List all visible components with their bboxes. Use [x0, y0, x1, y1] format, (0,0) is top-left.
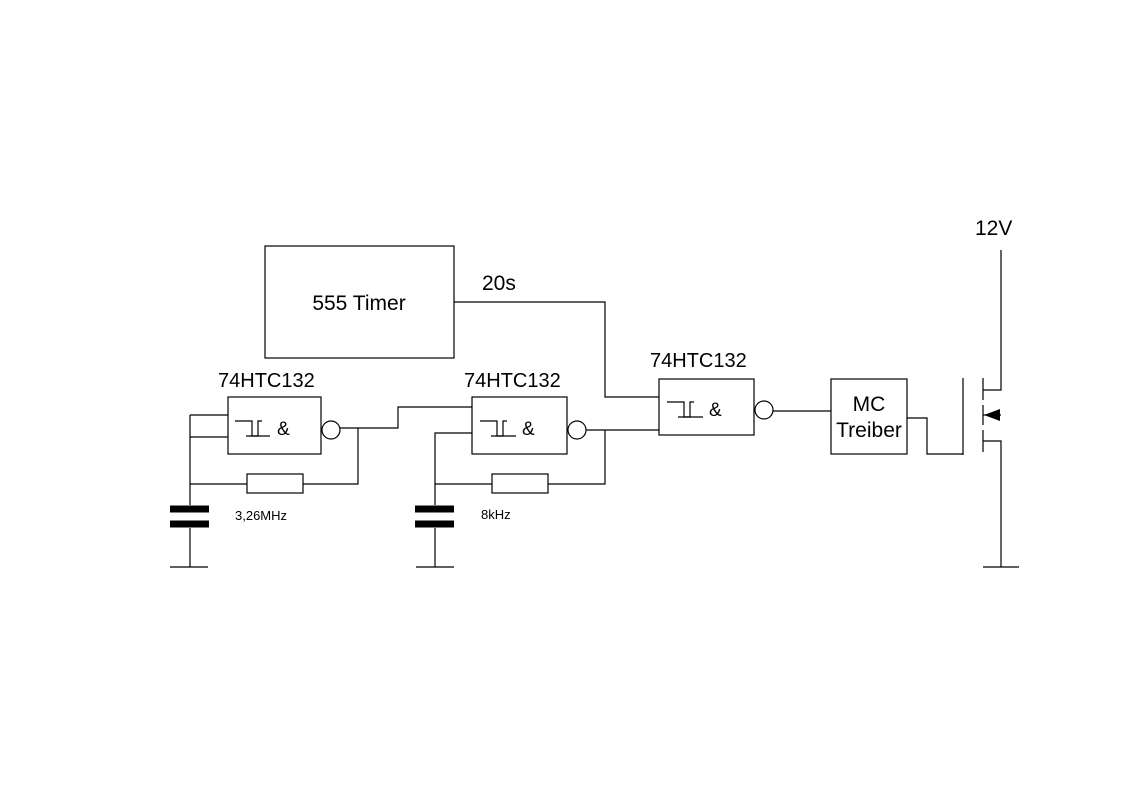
- driver-label-line2: Treiber: [836, 419, 902, 442]
- gate-1-and-symbol: &: [277, 419, 290, 440]
- gate-3-schmitt-symbol: [667, 401, 703, 418]
- mosfet-drain-wire: [983, 250, 1002, 391]
- gate-1-inverter-bubble: [321, 420, 341, 440]
- gate-2-schmitt-symbol: [480, 420, 516, 437]
- timer-block: 555 Timer 20s: [264, 245, 659, 398]
- gate-2-inverter-bubble: [567, 420, 587, 440]
- driver-box: [830, 378, 908, 455]
- gate-2-schmitt-symbol-inner: [491, 420, 507, 437]
- gate-3: 74HTC132 &: [650, 350, 831, 436]
- resistor-1: [246, 473, 304, 494]
- oscillator-1-frequency: 3,26MHz: [235, 508, 287, 523]
- gate-3-and-symbol: &: [709, 400, 722, 421]
- gate-3-schmitt-symbol-inner: [678, 401, 694, 418]
- driver-output-wire: [907, 417, 963, 455]
- gate-2-and-symbol: &: [522, 419, 535, 440]
- resistor-2: [491, 473, 549, 494]
- gate-3-part-label: 74HTC132: [650, 350, 747, 372]
- mosfet: 12V: [962, 217, 1019, 568]
- gate-2-input-b: [434, 432, 472, 505]
- oscillator-1: 74HTC132 & 3,26MHz: [170, 370, 472, 568]
- gate-1-box: [227, 396, 322, 455]
- supply-label: 12V: [975, 217, 1012, 240]
- gate-2-feedback-wire: [548, 430, 606, 485]
- mosfet-source-wire: [983, 440, 1002, 567]
- gate-2-box: [471, 396, 568, 455]
- gate-1-schmitt-symbol: [235, 420, 270, 437]
- gate-1-feedback-wire: [303, 428, 359, 485]
- mosfet-arrow: [984, 409, 1000, 421]
- gate-3-box: [658, 378, 755, 436]
- timer-box: [264, 245, 455, 359]
- oscillator-2-frequency: 8kHz: [481, 507, 511, 522]
- driver-label-line1: MC: [853, 393, 886, 416]
- gate-1-part-label: 74HTC132: [218, 370, 315, 392]
- gate-1-schmitt-symbol-inner: [246, 420, 262, 437]
- timer-output-wire: [454, 301, 659, 398]
- timer-output-label: 20s: [482, 272, 516, 295]
- gate-3-inverter-bubble: [754, 400, 774, 420]
- gate-1-output-wire: [340, 406, 472, 429]
- gate-2-part-label: 74HTC132: [464, 370, 561, 392]
- oscillator-2: 74HTC132 & 8kHz: [415, 370, 659, 568]
- timer-label: 555 Timer: [312, 292, 405, 315]
- driver-block: MC Treiber: [830, 378, 963, 455]
